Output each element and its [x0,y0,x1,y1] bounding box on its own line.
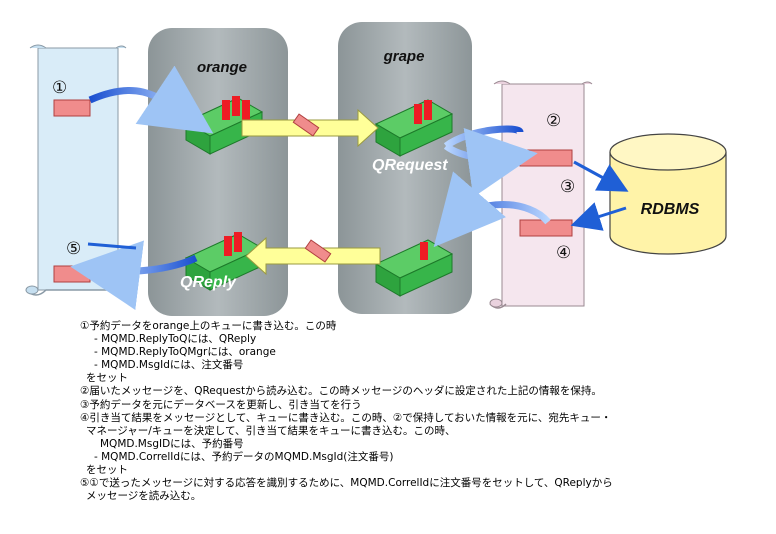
message-client-reply [53,265,91,283]
rdbms-cylinder: RDBMS [609,133,727,255]
channel-arrow-to-orange [245,236,381,276]
note-line: - MQMD.MsgIdには、注文番号 [94,359,244,372]
step-5-marker: ⑤ [66,239,81,258]
arrow-put-request [88,65,214,134]
arrow-put-reply [433,171,551,248]
note-line: ②届いたメッセージを、QRequestから読み込む。この時メッセージのヘッダに設… [80,385,602,398]
arrow-get-reply [70,240,198,310]
step-2-marker: ② [546,111,561,130]
note-line: - MQMD.CorrelIdには、予約データのMQMD.MsgId(注文番号) [94,450,394,463]
qrequest-label: QRequest [372,157,448,174]
step-3-marker: ③ [560,177,575,196]
arrow-get-request [443,129,520,158]
queue-grape-xmit [374,239,454,297]
arrow-db-result [570,202,627,231]
step-1-marker: ① [52,78,67,97]
arrow-update-db [573,160,629,192]
note-line: をセット [86,464,128,477]
orange-server-label: orange [197,59,247,76]
explanation-notes: ①予約データをorange上のキューに書き込む。この時 - MQMD.Reply… [80,320,760,503]
rdbms-label: RDBMS [641,201,700,218]
message-in-transit-request [292,113,320,137]
message-client-request [53,99,91,117]
note-line: をセット [86,372,128,385]
note-line: - MQMD.ReplyToQには、QReply [94,333,257,346]
note-line: メッセージを読み込む。 [86,490,202,503]
note-line: ③予約データを元にデータベースを更新し、引き当てを行う [80,398,362,411]
message-server-request [519,149,573,167]
note-line: ⑤①で送ったメッセージに対する応答を識別するために、MQMD.CorrelIdに… [80,477,613,490]
arrow-client-start [87,242,137,250]
note-line: MQMD.MsgIDには、予約番号 [100,437,244,450]
note-line: マネージャー/キューを決定して、引き当て結果をキューに書き込む。この時、 [86,424,456,437]
note-line: - MQMD.ReplyToQMgrには、orange [94,346,276,359]
queue-qrequest [374,99,454,157]
note-line: ①予約データをorange上のキューに書き込む。この時 [80,320,337,332]
qreply-label: QReply [180,274,237,291]
note-line: ④引き当て結果をメッセージとして、キューに書き込む。この時、②で保持しておいた情… [80,411,612,424]
step-4-marker: ④ [556,243,571,262]
server-app-scroll [489,80,593,309]
grape-server-label: grape [383,48,425,65]
message-in-transit-reply [304,239,332,263]
